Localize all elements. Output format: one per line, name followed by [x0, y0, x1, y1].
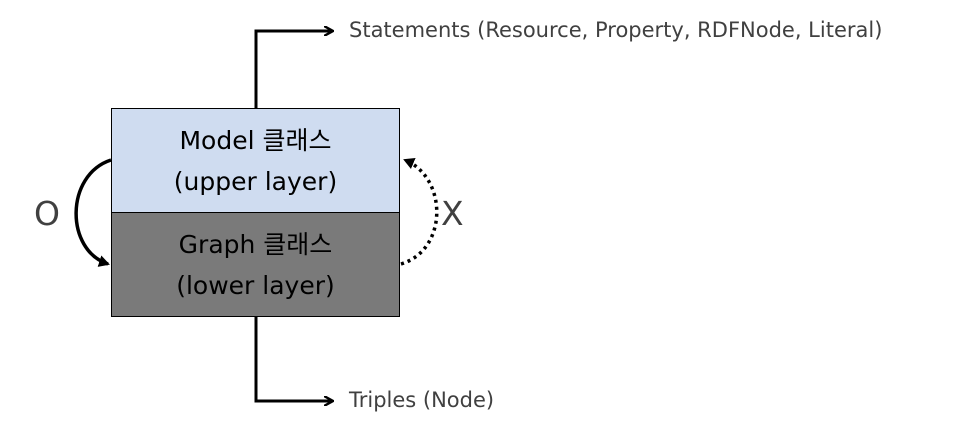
statements-arrow	[254, 31, 332, 108]
graph-class-subtitle: (lower layer)	[176, 270, 335, 300]
allowed-marker: O	[34, 194, 60, 233]
not-allowed-marker: X	[441, 194, 464, 233]
triples-arrow	[254, 317, 332, 401]
graph-class-title: Graph 클래스	[178, 229, 333, 259]
model-class-box: Model 클래스 (upper layer)	[111, 108, 400, 213]
model-class-title: Model 클래스	[179, 125, 332, 155]
triples-label: Triples (Node)	[349, 388, 495, 412]
upward-dotted-curved-arrow	[400, 157, 439, 266]
statements-label: Statements (Resource, Property, RDFNode,…	[349, 18, 883, 42]
downward-curved-arrow	[74, 158, 112, 267]
graph-class-box: Graph 클래스 (lower layer)	[111, 212, 400, 317]
model-class-subtitle: (upper layer)	[173, 166, 338, 196]
